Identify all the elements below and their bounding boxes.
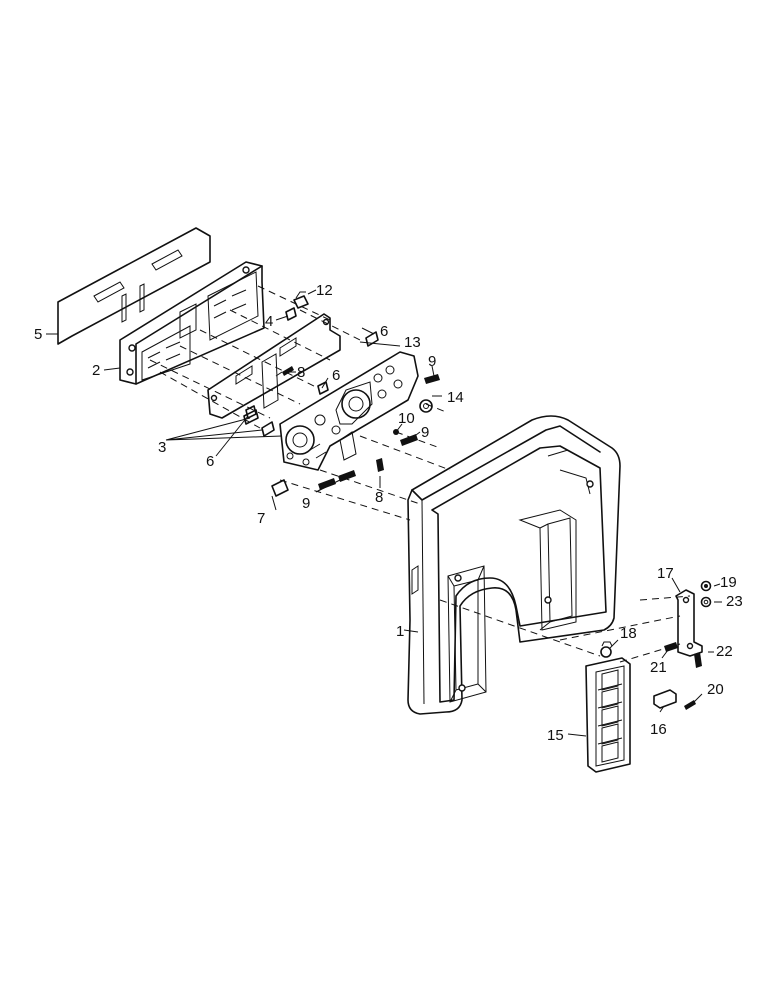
part-4-spacer (285, 307, 297, 321)
part-21-screw (664, 642, 678, 652)
part-7-pin (271, 479, 289, 497)
callout-19: 19 (720, 574, 737, 591)
callout-9-bottom: 9 (302, 495, 310, 512)
callout-23: 23 (726, 593, 743, 610)
part-8-screws (275, 366, 384, 472)
part-20-screw (684, 700, 696, 710)
part-18-knob (600, 641, 613, 658)
part-2-bezel-housing (119, 261, 265, 385)
part-3-studs (243, 409, 275, 437)
part-1-main-housing (407, 415, 621, 715)
callout-6-left: 6 (206, 453, 214, 470)
leader-lines (46, 289, 722, 737)
callout-2: 2 (92, 362, 100, 379)
callout-14: 14 (447, 389, 464, 406)
callout-16: 16 (650, 721, 667, 738)
callout-9-top: 9 (428, 353, 436, 370)
part-5-gasket-plate (57, 227, 211, 345)
callout-8-bottom: 8 (375, 489, 383, 506)
callout-15: 15 (547, 727, 564, 744)
part-13-instrument-board (279, 351, 419, 471)
callout-12: 12 (316, 282, 333, 299)
callout-20: 20 (707, 681, 724, 698)
callout-18: 18 (620, 625, 637, 642)
part-15-vent-grille (585, 657, 631, 773)
callout-10: 10 (398, 410, 415, 427)
assembly-lines (149, 285, 691, 663)
callout-7: 7 (257, 510, 265, 527)
mounting-plate (207, 313, 341, 419)
callout-8-top: 8 (297, 364, 305, 381)
callout-1: 1 (396, 623, 404, 640)
part-23-washer (700, 596, 712, 608)
callout-3: 3 (158, 439, 166, 456)
part-16-clip (653, 689, 677, 709)
callout-5: 5 (34, 326, 42, 343)
callout-4: 4 (265, 313, 273, 330)
part-17-bracket (675, 589, 703, 657)
callout-labels: 1 2 3 4 5 6 6 6 7 8 8 9 9 9 10 12 13 14 … (34, 282, 743, 744)
part-22-screw (694, 652, 702, 668)
part-6-spacers (245, 331, 379, 419)
callout-6-middle: 6 (332, 367, 340, 384)
callout-9-right: 9 (421, 424, 429, 441)
callout-21: 21 (650, 659, 667, 676)
callout-17: 17 (657, 565, 674, 582)
callout-13: 13 (404, 334, 421, 351)
callout-6-top: 6 (380, 323, 388, 340)
part-19-nut (700, 580, 712, 592)
part-12-clip (293, 291, 309, 309)
callout-22: 22 (716, 643, 733, 660)
